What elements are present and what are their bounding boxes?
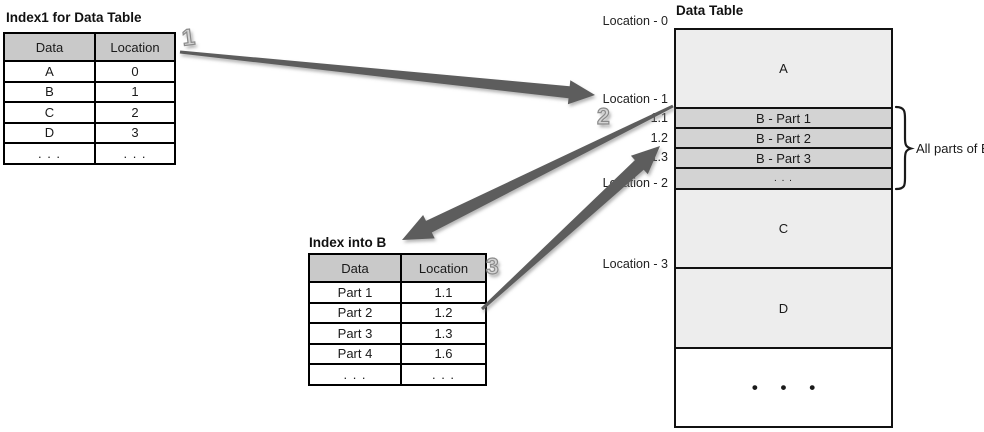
row-label-1-2: 1.2 [650, 131, 668, 145]
row-label-location-3: Location - 3 [602, 257, 668, 271]
index1-cell-location: 0 [94, 60, 176, 83]
row-label-location-2: Location - 2 [602, 176, 668, 190]
indexb-cell-location: 1.2 [400, 301, 487, 324]
arrow-step-1 [179, 50, 596, 105]
table-header-row: Data Location [3, 32, 176, 62]
data-block-ellipsis: • • • [676, 349, 891, 426]
table-header-row: Data Location [308, 253, 487, 283]
index1-cell-ellipsis: . . . [3, 142, 96, 165]
step-2-badge: 2 [596, 102, 610, 129]
index1-cell-data: D [3, 121, 96, 144]
data-block-c: C [676, 190, 891, 269]
index1-cell-location: 1 [94, 80, 176, 103]
indexb-cell-ellipsis: . . . [400, 363, 487, 386]
indexb-cell-location: 1.1 [400, 281, 487, 304]
index-into-b-table: Data Location Part 1 1.1 Part 2 1.2 Part… [308, 253, 487, 386]
index1-table: Data Location A 0 B 1 C 2 D 3 . . . [3, 32, 176, 165]
data-table: A B - Part 1 B - Part 2 B - Part 3 . . .… [674, 28, 893, 428]
data-block-a: A [676, 30, 891, 109]
index1-cell-ellipsis: . . . [94, 142, 176, 165]
row-label-location-0: Location - 0 [602, 14, 668, 28]
index1-header-data: Data [3, 32, 96, 62]
indexb-header-location: Location [400, 253, 487, 283]
row-label-1-3: 1.3 [650, 150, 668, 164]
table-row: Part 4 1.6 [308, 342, 487, 365]
table-row: . . . . . . [3, 142, 176, 165]
indexb-cell-location: 1.6 [400, 342, 487, 365]
step-1-badge: 1 [180, 23, 197, 52]
table-row: C 2 [3, 101, 176, 124]
data-block-b-ellipsis: . . . [676, 169, 891, 190]
index1-cell-location: 3 [94, 121, 176, 144]
indexb-header-data: Data [308, 253, 402, 283]
table-row: D 3 [3, 121, 176, 144]
table-row: Part 2 1.2 [308, 301, 487, 324]
index1-header-location: Location [94, 32, 176, 62]
row-label-location-1: Location - 1 [602, 92, 668, 106]
indexb-cell-data: Part 2 [308, 301, 402, 324]
arrow-step-3 [481, 146, 660, 311]
row-label-1-1: 1.1 [650, 111, 668, 125]
data-block-b-part2: B - Part 2 [676, 129, 891, 149]
indexb-cell-data: Part 1 [308, 281, 402, 304]
index1-table-title: Index1 for Data Table [6, 10, 142, 25]
index1-cell-data: B [3, 80, 96, 103]
brace-label: All parts of B [916, 141, 984, 156]
index-into-b-title: Index into B [309, 235, 387, 250]
table-row: Part 1 1.1 [308, 281, 487, 304]
table-row: Part 3 1.3 [308, 322, 487, 345]
indexb-cell-location: 1.3 [400, 322, 487, 345]
data-table-title: Data Table [676, 3, 744, 18]
index1-cell-data: C [3, 101, 96, 124]
data-block-b-part1: B - Part 1 [676, 109, 891, 129]
table-row: . . . . . . [308, 363, 487, 386]
data-block-b-part3: B - Part 3 [676, 149, 891, 169]
table-row: A 0 [3, 60, 176, 83]
index1-cell-data: A [3, 60, 96, 83]
indexb-cell-ellipsis: . . . [308, 363, 402, 386]
indexb-cell-data: Part 3 [308, 322, 402, 345]
data-block-d: D [676, 269, 891, 349]
step-3-badge: 3 [485, 252, 499, 279]
table-row: B 1 [3, 80, 176, 103]
indexb-cell-data: Part 4 [308, 342, 402, 365]
index1-cell-location: 2 [94, 101, 176, 124]
